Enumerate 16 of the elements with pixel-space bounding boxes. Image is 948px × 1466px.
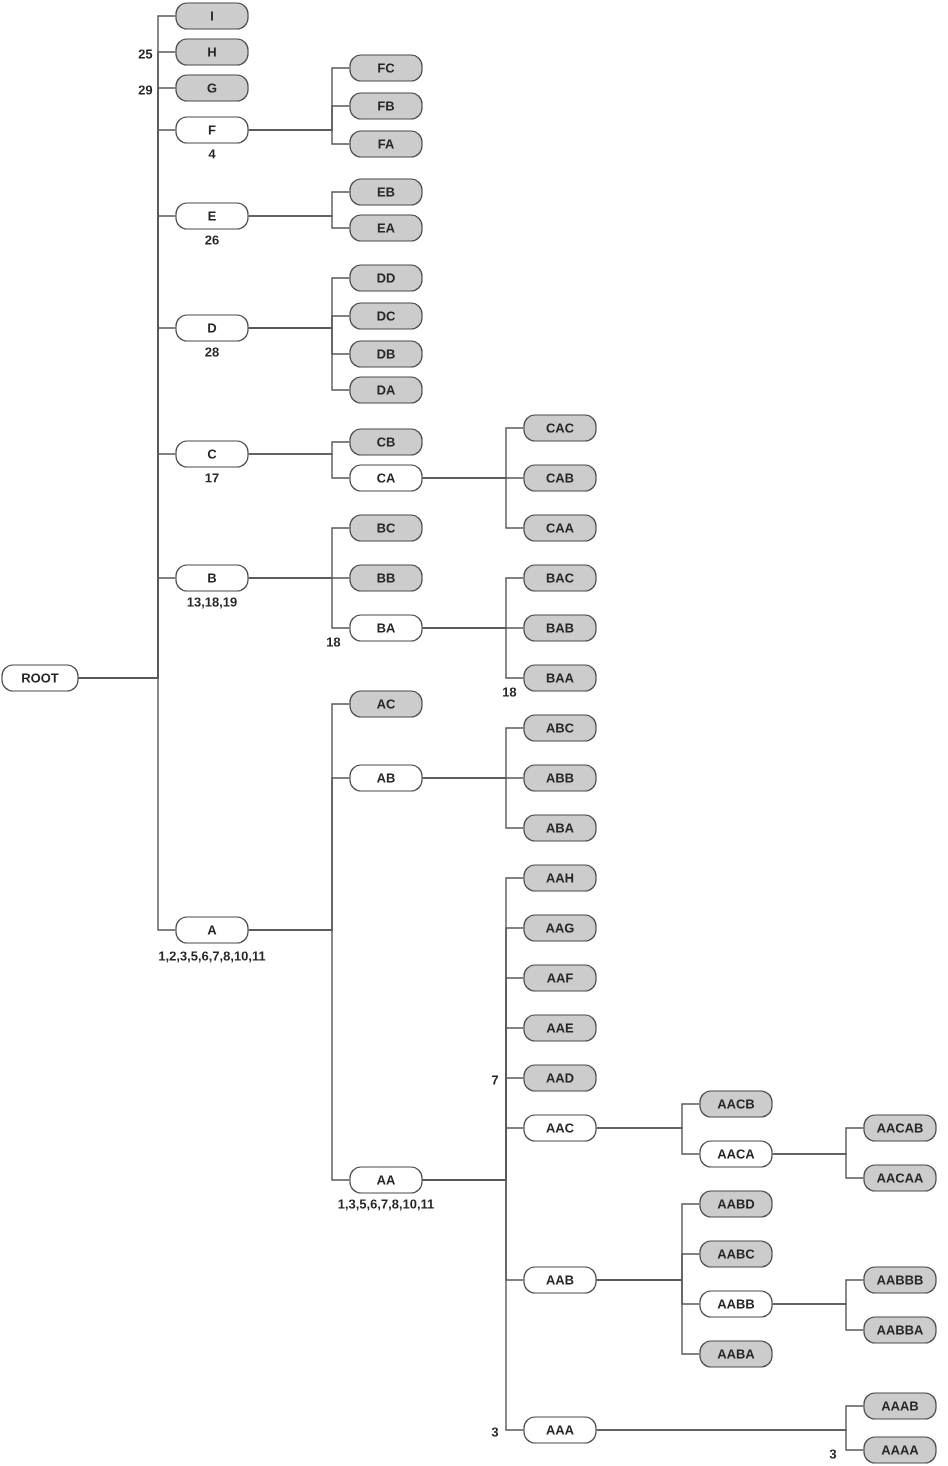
- tree-connector: [77, 677, 177, 931]
- tree-connector: [247, 215, 351, 229]
- tree-connector: [247, 929, 351, 1181]
- tree-connector: [421, 1179, 525, 1431]
- tree-connector: [247, 453, 351, 479]
- tree-connector: [595, 1127, 701, 1155]
- tree-connector: [247, 577, 351, 629]
- tree-connector: [421, 477, 525, 529]
- tree-connector: [771, 1153, 865, 1179]
- tree-connector: [421, 627, 525, 679]
- tree-connector: [247, 129, 351, 145]
- tree-connector: [595, 1429, 865, 1451]
- tree-connector: [247, 327, 351, 391]
- tree-connector: [595, 1279, 701, 1355]
- tree-connector: [421, 777, 525, 829]
- tree-connector: [771, 1303, 865, 1331]
